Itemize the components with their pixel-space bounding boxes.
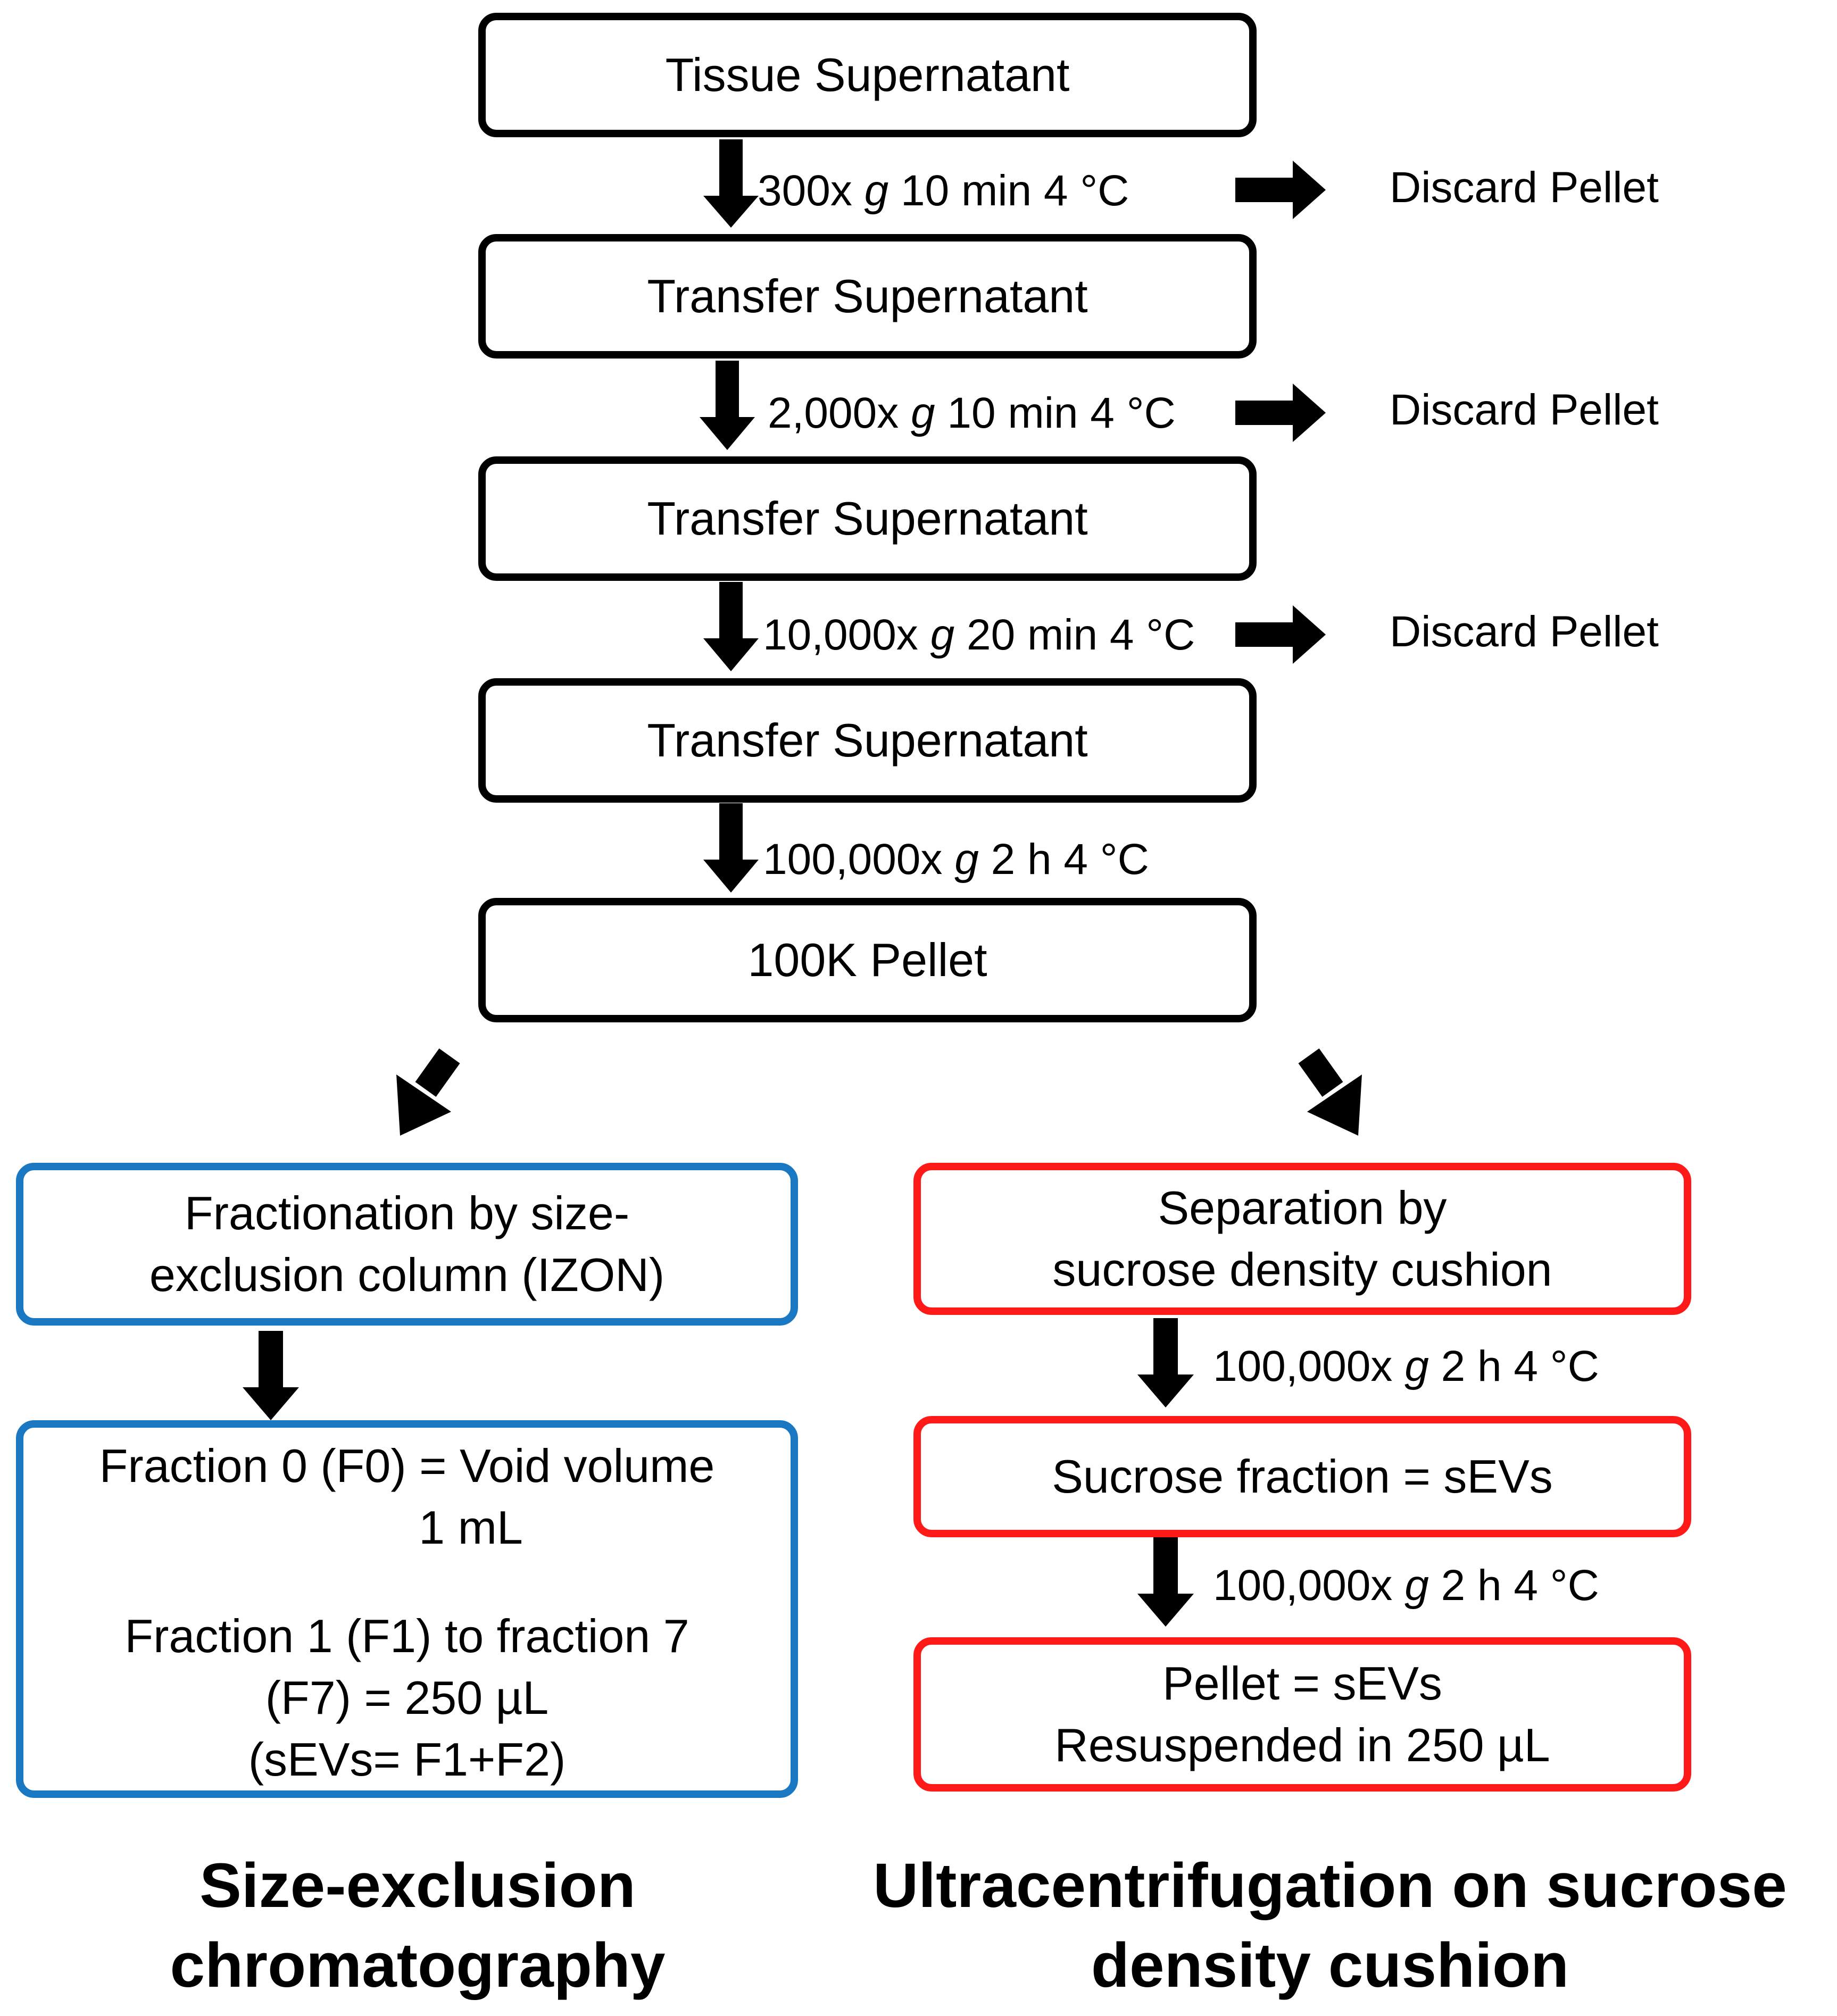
spin-g: g [954, 835, 979, 884]
down-arrow [1137, 1318, 1194, 1407]
down-arrow [243, 1331, 299, 1420]
step-box-transfer-supernatant-2: Transfer Supernatant [478, 456, 1257, 581]
discard-label: Discard Pellet [1390, 607, 1659, 656]
sec-box-fractionation: Fractionation by size- exclusion column … [16, 1163, 798, 1326]
sec-fraction-line: (sEVs= F1+F2) [248, 1733, 566, 1786]
sec-box-line: Fractionation by size- [184, 1187, 630, 1239]
spin-rest: 10 min 4 °C [947, 389, 1176, 437]
down-arrow [700, 361, 755, 450]
step-label: Transfer Supernatant [647, 270, 1088, 322]
uc-box-sucrose-fraction: Sucrose fraction = sEVs [913, 1416, 1691, 1537]
diagonal-arrow-right [1298, 1048, 1362, 1136]
diagonal-arrow-left [396, 1048, 460, 1136]
spin-speed: 2,000x [768, 389, 899, 437]
sec-fraction-line: Fraction 1 (F1) to fraction 7 [124, 1610, 689, 1662]
step-box-transfer-supernatant-3: Transfer Supernatant [478, 678, 1257, 803]
caption-line: density cushion [1091, 1930, 1569, 2001]
sec-caption: Size-exclusion chromatography [16, 1846, 819, 2005]
spin-rest: 20 min 4 °C [967, 611, 1195, 659]
uc-box-line: Pellet = sEVs [1162, 1657, 1442, 1710]
step-box-tissue-supernatant: Tissue Supernatant [478, 13, 1257, 137]
spin-speed: 100,000x [1213, 1342, 1393, 1390]
step-box-transfer-supernatant-1: Transfer Supernatant [478, 234, 1257, 359]
spin-g: g [864, 166, 889, 215]
uc-box-line: Resuspended in 250 µL [1054, 1719, 1550, 1771]
right-arrow [1235, 161, 1326, 219]
spin-g: g [1404, 1342, 1429, 1390]
spin-label: 100,000x g 2 h 4 °C [1213, 1564, 1599, 1607]
caption-line: Size-exclusion [200, 1851, 636, 1921]
step-label: Tissue Supernatant [665, 48, 1070, 101]
caption-line: chromatography [170, 1930, 666, 2001]
spin-speed: 10,000x [763, 611, 918, 659]
down-arrow [703, 803, 759, 893]
spin-label: 10,000x g 20 min 4 °C [763, 613, 1195, 657]
step-label: Transfer Supernatant [647, 714, 1088, 767]
spin-speed: 100,000x [763, 835, 943, 884]
uc-caption: Ultracentrifugation on sucrose density c… [830, 1846, 1830, 2005]
spin-label: 100,000x g 2 h 4 °C [763, 838, 1149, 881]
down-arrow [703, 139, 759, 228]
sec-fraction-line: 1 mL [419, 1501, 523, 1554]
spin-rest: 2 h 4 °C [991, 835, 1149, 884]
spin-g: g [1404, 1561, 1429, 1610]
uc-box-line: sucrose density cushion [1052, 1243, 1552, 1296]
spin-speed: 300x [758, 166, 852, 215]
down-arrow [1137, 1537, 1194, 1627]
sec-fraction-line: (F7) = 250 µL [265, 1671, 549, 1724]
discard-label: Discard Pellet [1390, 386, 1659, 434]
uc-box-pellet: Pellet = sEVs Resuspended in 250 µL [913, 1637, 1691, 1792]
spin-label: 300x g 10 min 4 °C [758, 169, 1129, 213]
spin-g: g [911, 389, 935, 437]
step-label: Transfer Supernatant [647, 492, 1088, 545]
right-arrow [1235, 384, 1326, 442]
spin-label: 2,000x g 10 min 4 °C [768, 391, 1176, 435]
caption-line: Ultracentrifugation on sucrose [873, 1851, 1787, 1921]
spin-label: 100,000x g 2 h 4 °C [1213, 1345, 1599, 1388]
uc-box-line: Sucrose fraction = sEVs [1052, 1450, 1553, 1503]
sec-fraction-line: Fraction 0 (F0) = Void volume [99, 1439, 715, 1492]
uc-box-separation: Separation by sucrose density cushion [913, 1163, 1691, 1315]
discard-label: Discard Pellet [1390, 163, 1659, 212]
spin-rest: 10 min 4 °C [901, 166, 1129, 215]
spin-g: g [930, 611, 955, 659]
spin-rest: 2 h 4 °C [1441, 1561, 1599, 1610]
spin-speed: 100,000x [1213, 1561, 1393, 1610]
step-label: 100K Pellet [747, 934, 987, 986]
right-arrow [1235, 605, 1326, 664]
spin-rest: 2 h 4 °C [1441, 1342, 1599, 1390]
step-box-100k-pellet: 100K Pellet [478, 898, 1257, 1022]
sec-box-fractions: Fraction 0 (F0) = Void volume 1 mL Fract… [16, 1420, 798, 1798]
down-arrow [703, 582, 759, 671]
uc-box-line: Separation by [1158, 1181, 1447, 1234]
sec-box-line: exclusion column (IZON) [149, 1248, 665, 1301]
